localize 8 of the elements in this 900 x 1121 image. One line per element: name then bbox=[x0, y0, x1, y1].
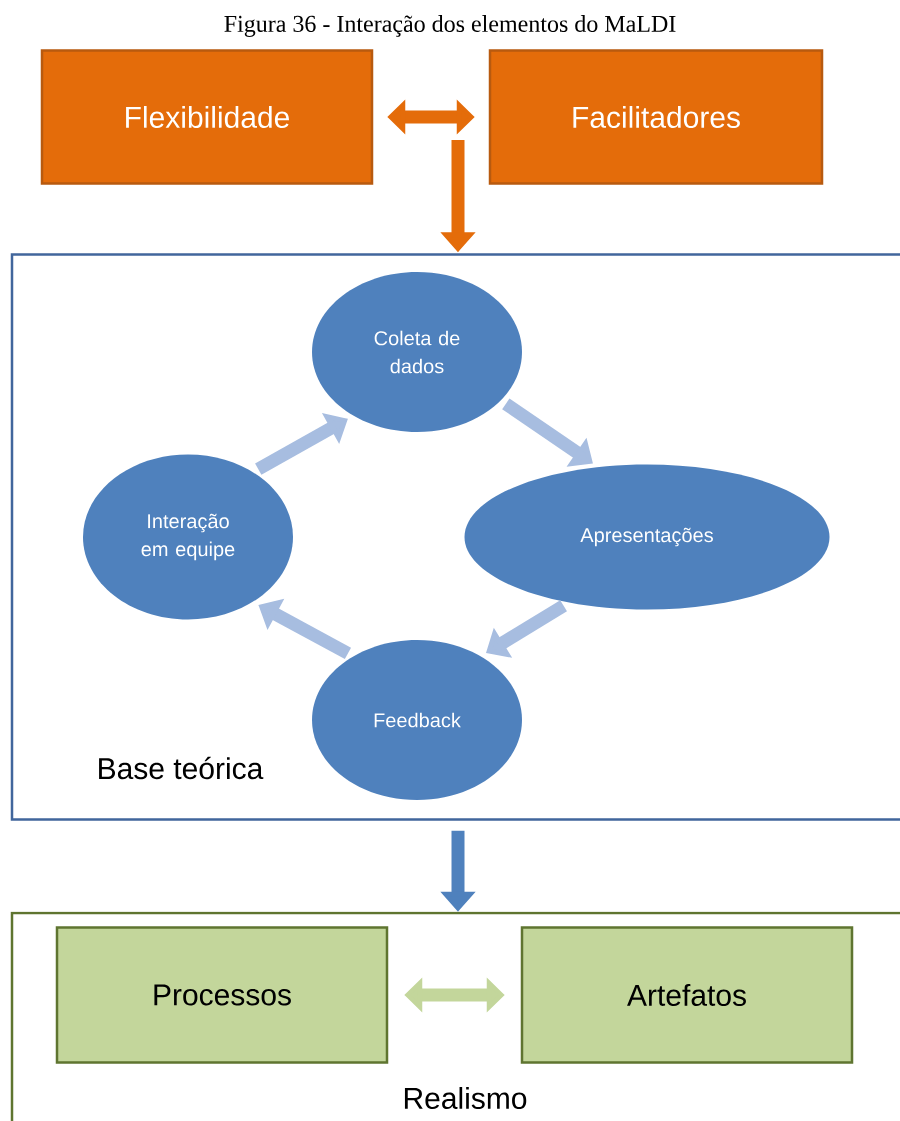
figure-title: Figura 36 - Interação dos elementos do MaLDI bbox=[224, 15, 676, 37]
process-box: Facilitadores bbox=[488, 49, 824, 185]
block-arrow bbox=[486, 600, 567, 658]
process-box: Flexibilidade bbox=[40, 49, 374, 185]
process-box: Processos bbox=[55, 926, 389, 1064]
process-box: Artefatos bbox=[520, 926, 854, 1064]
block-arrow bbox=[502, 398, 593, 467]
block-arrow bbox=[255, 413, 348, 475]
